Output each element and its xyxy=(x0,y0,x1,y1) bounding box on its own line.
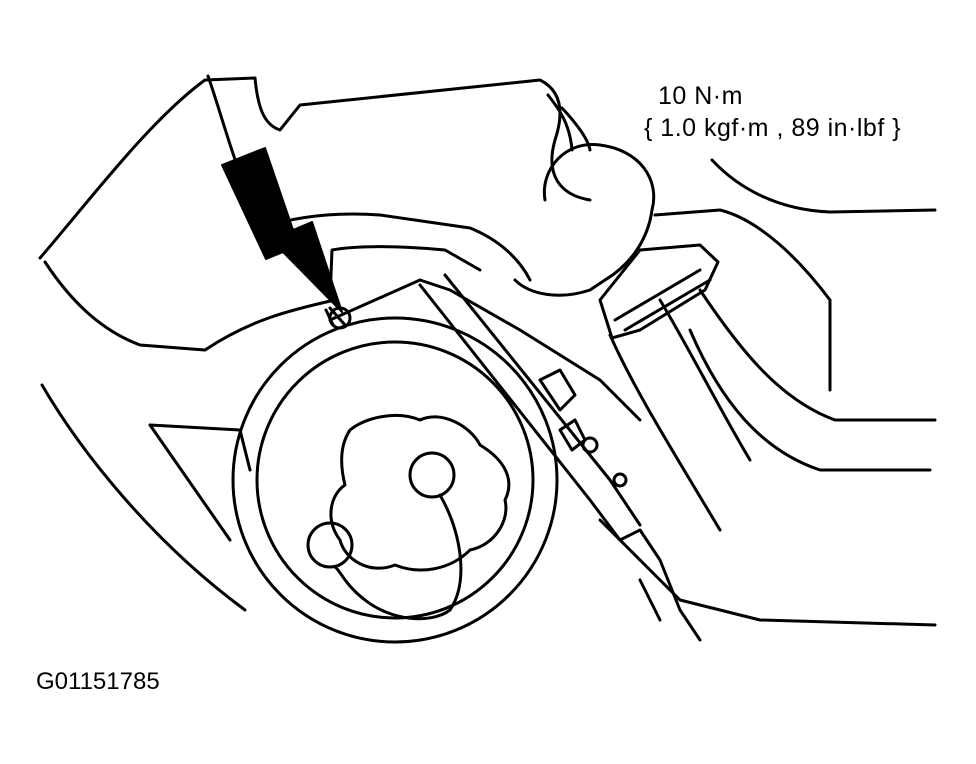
right-body-line-1 xyxy=(710,158,937,214)
hose xyxy=(608,298,752,532)
pulley-inner xyxy=(255,340,535,620)
pulley-hub xyxy=(329,413,511,572)
bolt-small-2 xyxy=(612,472,628,488)
right-body-line-3 xyxy=(698,288,937,422)
torque-value: 10 N·m xyxy=(658,82,743,110)
pulley-outer xyxy=(231,316,559,644)
hose-clamp xyxy=(598,243,720,340)
pump-mount-rod-2 xyxy=(538,368,587,452)
right-body-line-2 xyxy=(653,208,832,392)
sensor-wire xyxy=(333,493,463,621)
upper-housing-edge xyxy=(43,260,337,352)
reservoir-tank xyxy=(513,142,656,297)
bolt-small-1 xyxy=(581,436,599,454)
hose-end xyxy=(618,528,702,642)
torque-conversion: { 1.0 kgf·m , 89 in·lbf } xyxy=(644,114,902,142)
upper-housing xyxy=(38,76,592,260)
hose-clamp-band xyxy=(613,268,712,332)
sensor-disc-2 xyxy=(306,521,354,569)
housing-lower-line xyxy=(328,245,482,302)
lower-bracket xyxy=(148,423,937,627)
housing-inner-line xyxy=(258,212,532,282)
bolt-head xyxy=(324,306,347,327)
pump-mount xyxy=(328,278,642,422)
figure-id: G01151785 xyxy=(36,668,160,695)
right-body-line-4 xyxy=(688,328,932,472)
reservoir-cap-line xyxy=(546,93,592,152)
pump-mount-rod-1 xyxy=(418,273,642,542)
torque-spec: 10 N·m { 1.0 kgf·m , 89 in·lbf } xyxy=(644,80,901,144)
left-edge-line xyxy=(40,383,247,612)
sensor-disc-1 xyxy=(408,451,456,499)
pointer-arrow-icon xyxy=(221,147,343,313)
